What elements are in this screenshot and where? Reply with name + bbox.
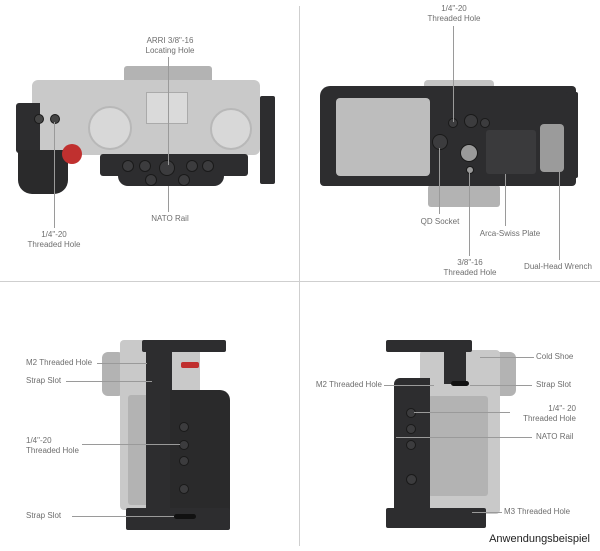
label-threaded-hole-38: 3/8"-16 Threaded Hole (443, 258, 497, 277)
hot-shoe (146, 92, 188, 124)
leader-line (470, 385, 532, 386)
label-m3-threaded-hole: M3 Threaded Hole (504, 507, 571, 516)
cage-top-plate (16, 103, 40, 153)
leader-line (414, 412, 510, 413)
caption-usage-example: Anwendungsbeispiel (489, 533, 590, 545)
leader-line (559, 172, 560, 260)
leader-line (396, 437, 532, 438)
label-m2-threaded-hole: M2 Threaded Hole (26, 358, 93, 367)
hole (145, 174, 157, 186)
leader-line (384, 385, 434, 386)
label-dual-head-wrench: Dual-Head Wrench (524, 262, 592, 271)
hole (406, 424, 416, 434)
camera-tripod-base (428, 185, 500, 207)
label-cold-shoe: Cold Shoe (536, 352, 574, 361)
cage-base (126, 508, 230, 530)
hole (34, 114, 44, 124)
label-strap-slot-top: Strap Slot (26, 376, 62, 385)
leader-line (453, 26, 454, 122)
hole (178, 174, 190, 186)
cage-cold-shoe (386, 340, 472, 352)
label-threaded-hole: 1/4"- 20 Threaded Hole (523, 404, 576, 423)
hole (466, 166, 474, 174)
threaded-hole-38 (460, 144, 478, 162)
leader-line (54, 122, 55, 228)
leader-line (505, 174, 506, 226)
cage-top-handle (142, 340, 226, 352)
label-nato-rail: NATO Rail (151, 214, 189, 223)
label-m2-threaded-hole: M2 Threaded Hole (315, 380, 382, 389)
label-strap-slot-bottom: Strap Slot (26, 511, 62, 520)
battery-door (336, 98, 430, 176)
cage-side-plate (394, 378, 430, 528)
hole (480, 118, 490, 128)
leader-line (82, 444, 180, 445)
divider-vertical (299, 6, 300, 546)
dial-right (210, 108, 252, 150)
leader-line (439, 148, 440, 214)
leader-line (469, 172, 470, 256)
cage-riser (444, 350, 466, 384)
label-threaded-hole: 1/4"-20 Threaded Hole (26, 436, 79, 455)
camera-screen (428, 396, 488, 496)
divider-horizontal (0, 281, 600, 282)
label-threaded-hole: 1/4"-20 Threaded Hole (427, 4, 481, 23)
leader-line (168, 57, 169, 165)
hole (179, 484, 189, 494)
leader-line (480, 357, 534, 358)
cage-base (386, 508, 486, 528)
hole (139, 160, 151, 172)
threaded-hole (464, 114, 478, 128)
dual-head-wrench (540, 124, 564, 172)
leader-line (472, 512, 502, 513)
arca-swiss-plate (486, 130, 536, 174)
leader-line (66, 381, 152, 382)
hole (179, 422, 189, 432)
label-arca-swiss-plate: Arca-Swiss Plate (479, 229, 541, 238)
qd-socket (432, 134, 448, 150)
dial-left (88, 106, 132, 150)
hole (179, 440, 189, 450)
strap-slot (174, 514, 196, 519)
label-strap-slot: Strap Slot (536, 380, 572, 389)
strap-slot (451, 381, 469, 386)
hole (406, 408, 416, 418)
hole (50, 114, 60, 124)
leader-line (97, 363, 147, 364)
red-dial (181, 362, 199, 368)
cage-right-side (260, 96, 275, 184)
label-nato-rail: NATO Rail (536, 432, 574, 441)
hole (186, 160, 198, 172)
hole (202, 160, 214, 172)
hole (179, 456, 189, 466)
label-arri-locating-hole: ARRI 3/8"-16 Locating Hole (145, 36, 195, 55)
hole (406, 440, 416, 450)
leader-line (72, 516, 174, 517)
arri-hole (159, 160, 175, 176)
label-threaded-hole: 1/4"-20 Threaded Hole (27, 230, 81, 249)
leader-line (168, 186, 169, 212)
cage-center-block (118, 170, 224, 186)
cage-side-plate (146, 350, 172, 528)
label-qd-socket: QD Socket (420, 217, 460, 226)
cage-grip (18, 150, 68, 194)
cage-right-flap (566, 92, 578, 178)
hole (122, 160, 134, 172)
red-release-button (62, 144, 82, 164)
hole (406, 474, 417, 485)
